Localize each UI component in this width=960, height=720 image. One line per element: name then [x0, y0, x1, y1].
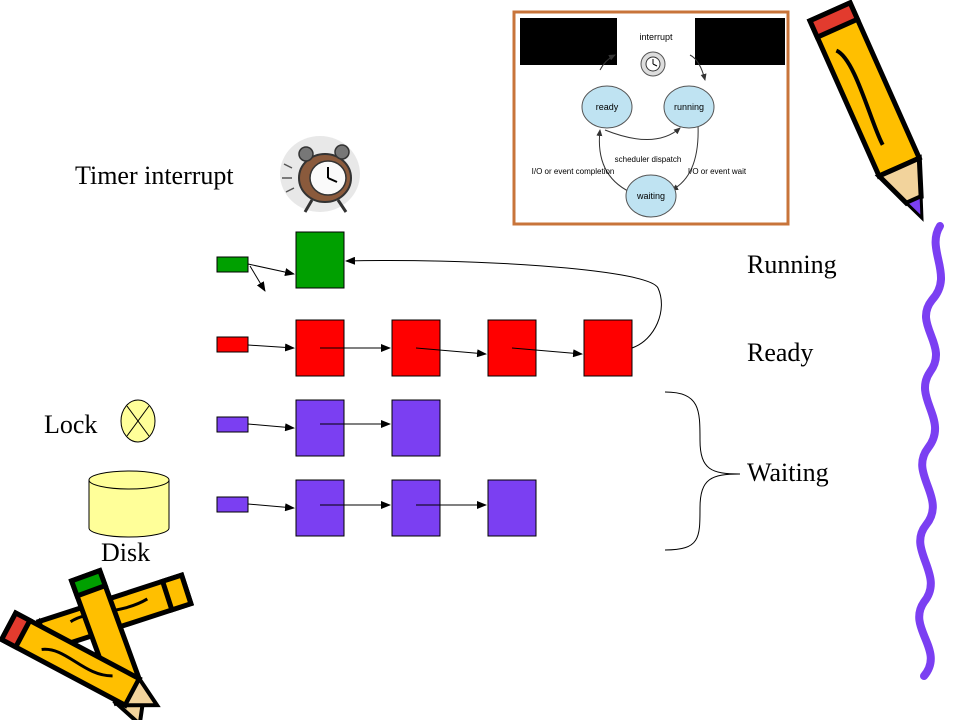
running-label: Running: [747, 250, 837, 279]
alarm-clock-icon: [280, 136, 360, 213]
ready-queue-head: [216, 336, 249, 353]
inset-io-wait-label: I/O or event wait: [688, 167, 747, 176]
ready-head-arrow: [247, 343, 295, 352]
inset-running-label: running: [674, 102, 704, 112]
inset-waiting-label: waiting: [636, 191, 665, 201]
ready-process-3: [487, 319, 537, 377]
disk-label: Disk: [101, 538, 151, 567]
inset-io-completion-label: I/O or event completion: [532, 167, 615, 176]
inset-ready-label: ready: [596, 102, 619, 112]
waiting-label: Waiting: [747, 458, 829, 487]
lock-label: Lock: [44, 410, 98, 439]
inset-black-block-left: [520, 18, 617, 65]
state-diagram-inset: interrupt ready running waiting schedule…: [512, 10, 790, 226]
inset-arc-to-waiting: [671, 124, 699, 191]
ready-link-3: [511, 347, 583, 358]
decorative-squiggle: [915, 222, 945, 680]
disk-icon: [88, 470, 170, 538]
dispatch-arrow: [345, 256, 662, 349]
ready-label: Ready: [747, 338, 814, 367]
inset-ready-state: [581, 85, 633, 129]
lock-waiting-process-1: [295, 399, 345, 457]
pencils-icon: [0, 567, 195, 720]
waiting-brace: [664, 391, 741, 551]
disk-waiting-process-3: [487, 479, 537, 537]
inset-arc-dispatch: [604, 127, 681, 140]
inset-black-block-right: [695, 18, 785, 65]
inset-waiting-state: [625, 174, 677, 218]
running-process: [295, 231, 345, 289]
inset-arc-ready-to-running: [689, 54, 707, 81]
pencil-icon: [806, 0, 924, 222]
lock-icon: [120, 399, 156, 443]
inset-dispatch-label: scheduler dispatch: [615, 155, 682, 164]
timer-preempt-arrow: [249, 265, 266, 292]
running-head-arrow: [247, 263, 295, 276]
inset-running-state: [663, 85, 715, 129]
disk-queue-head: [216, 496, 249, 513]
lock-head-arrow: [247, 423, 295, 432]
ready-process-4: [583, 319, 633, 377]
timer-interrupt-label: Timer interrupt: [75, 161, 234, 190]
inset-interrupt-label: interrupt: [639, 32, 673, 42]
inset-arc-to-ready: [596, 129, 631, 193]
disk-head-arrow: [247, 503, 295, 512]
ready-link-2: [415, 347, 487, 358]
running-queue-head: [216, 256, 249, 273]
lock-queue-head: [216, 416, 249, 433]
inset-arc-running-to-ready: [599, 54, 616, 71]
inset-clock-icon: [640, 51, 666, 77]
disk-waiting-process-2: [391, 479, 441, 537]
lock-waiting-process-2: [391, 399, 441, 457]
disk-waiting-process-1: [295, 479, 345, 537]
